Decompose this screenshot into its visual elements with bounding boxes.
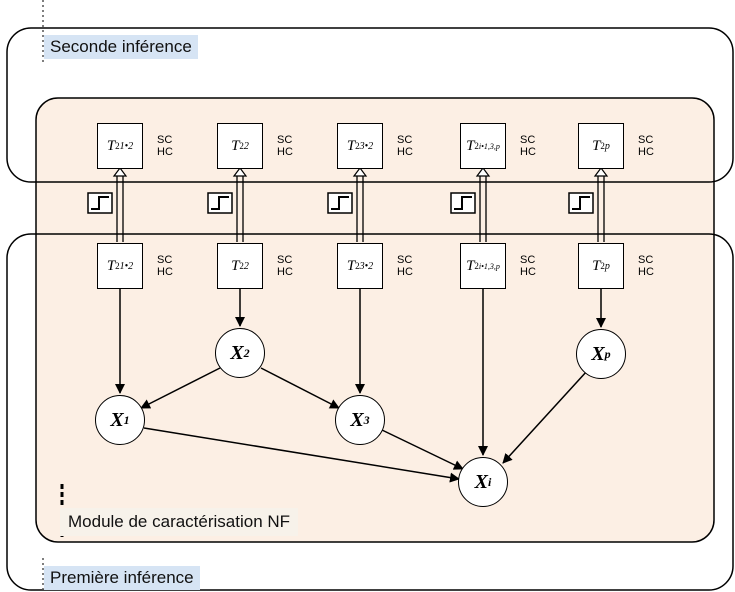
seconde-inference-label: Seconde inférence — [44, 35, 198, 59]
network-edges — [115, 288, 606, 483]
step-icons — [87, 192, 594, 214]
seconde-region — [6, 27, 734, 183]
transfer-arrowheads — [112, 167, 609, 177]
premiere-region — [6, 233, 734, 591]
premiere-inference-label: Première inférence — [44, 566, 200, 590]
module-region — [35, 97, 715, 543]
module-label: Module de caractérisation NF — [60, 508, 299, 536]
transfer-arrows — [116, 175, 605, 242]
